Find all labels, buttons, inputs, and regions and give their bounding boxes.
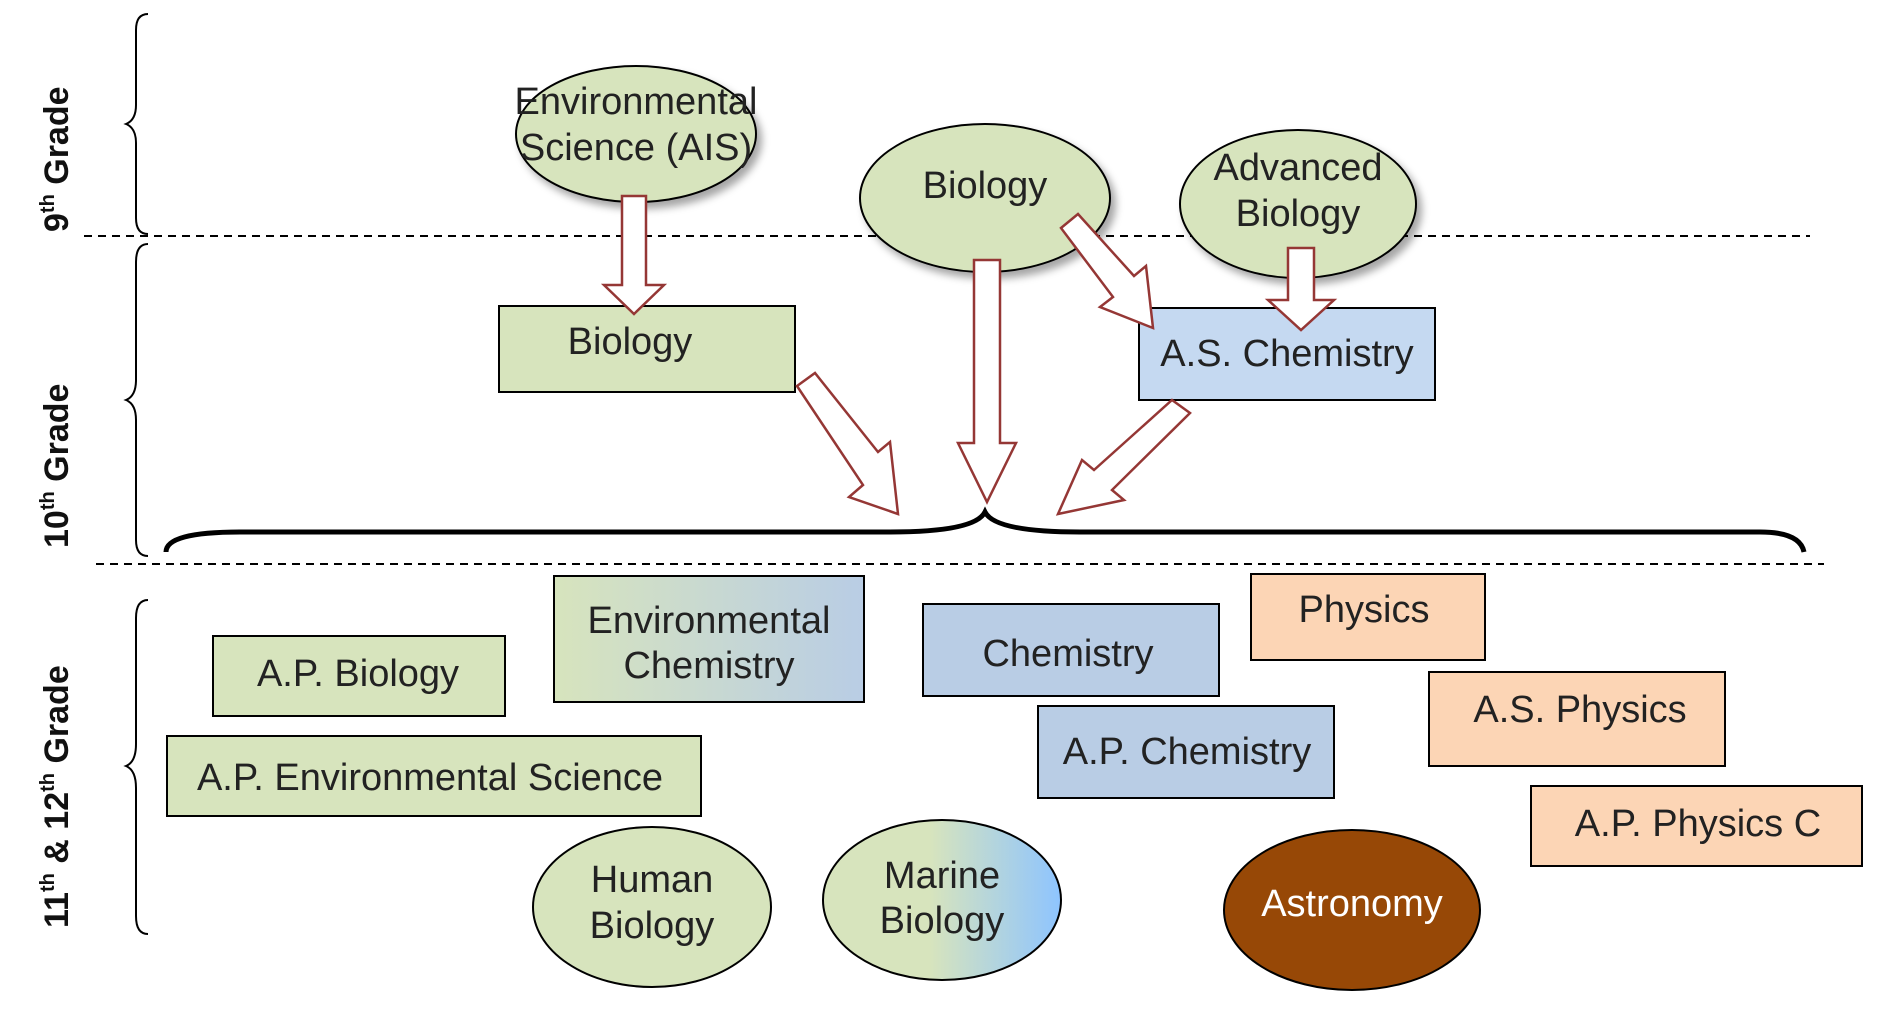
node-label: Human [591, 859, 714, 901]
arrow-envsci-to-biology [600, 194, 668, 316]
node-label: A.P. Environmental Science [197, 757, 663, 799]
grade-label-10th: 10th Grade [37, 384, 76, 548]
grade-label-9th: 9th Grade [37, 86, 76, 232]
node-ap-biology: A.P. Biology [212, 635, 506, 717]
grade-label-11-12th: 11th & 12th Grade [37, 665, 76, 928]
node-label: A.S. Physics [1473, 689, 1686, 731]
brace-10th [123, 243, 149, 557]
convergence-brace [163, 506, 1807, 553]
node-label: Biology [923, 165, 1048, 207]
node-env-science-ais: Environmental Science (AIS) [515, 65, 758, 203]
node-human-biology: Human Biology [532, 826, 772, 988]
node-label: Chemistry [623, 645, 794, 687]
brace-9th [123, 13, 149, 235]
node-marine-biology: Marine Biology [822, 819, 1062, 981]
node-label: Marine [884, 855, 1000, 897]
node-as-chemistry: A.S. Chemistry [1138, 307, 1436, 401]
node-biology-9th: Biology [859, 123, 1111, 273]
node-ap-chemistry: A.P. Chemistry [1037, 705, 1335, 799]
grade-braces [123, 13, 149, 935]
node-label: A.P. Chemistry [1063, 731, 1311, 773]
node-label: Environmental [588, 600, 831, 642]
node-label: Environmental [515, 81, 758, 123]
node-label: Science (AIS) [520, 127, 752, 169]
node-label: A.P. Biology [257, 653, 459, 695]
node-as-physics: A.S. Physics [1428, 671, 1726, 767]
node-physics: Physics [1250, 573, 1486, 661]
node-chemistry: Chemistry [922, 603, 1220, 697]
node-label: A.S. Chemistry [1160, 333, 1413, 375]
node-label: Biology [1236, 193, 1361, 235]
node-ap-physics-c: A.P. Physics C [1530, 785, 1863, 867]
arrows [600, 194, 1338, 516]
node-label: A.P. Physics C [1575, 803, 1821, 845]
arrow-biology10-to-convergence [795, 371, 900, 516]
node-advanced-biology: Advanced Biology [1179, 129, 1417, 279]
arrow-advbio-to-aschem [1264, 246, 1338, 332]
node-label: Physics [1299, 589, 1430, 631]
node-ap-env-science: A.P. Environmental Science [166, 735, 702, 817]
node-label: Astronomy [1261, 883, 1443, 925]
node-env-chemistry: Environmental Chemistry [553, 575, 865, 703]
node-biology-10th: Biology [498, 305, 796, 393]
node-label: Biology [568, 321, 693, 363]
node-astronomy: Astronomy [1223, 829, 1481, 991]
arrow-biology9-down [955, 258, 1019, 505]
node-label: Biology [880, 900, 1005, 942]
brace-11-12th [123, 599, 149, 935]
node-label: Chemistry [982, 633, 1153, 675]
node-label: Advanced [1213, 147, 1382, 189]
arrow-aschem-to-convergence [1055, 398, 1192, 516]
node-label: Biology [590, 905, 715, 947]
arrow-biology9-to-aschem [1059, 212, 1155, 330]
